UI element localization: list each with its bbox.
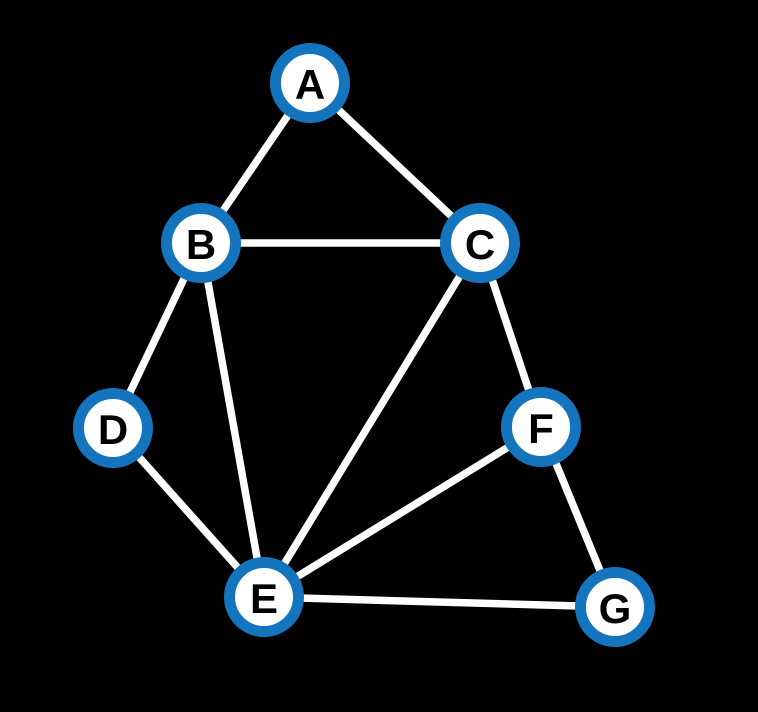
edge-E-G — [260, 593, 619, 611]
edge-C-E — [260, 239, 484, 601]
node-circle-E[interactable] — [224, 557, 304, 637]
node-circle-F[interactable] — [501, 387, 581, 467]
node-circle-G[interactable] — [575, 567, 655, 647]
node-E[interactable]: E — [224, 557, 304, 637]
node-B[interactable]: B — [161, 203, 241, 283]
node-circle-A[interactable] — [270, 43, 350, 123]
edge-B-E — [197, 239, 268, 601]
node-D[interactable]: D — [73, 388, 153, 468]
node-F[interactable]: F — [501, 387, 581, 467]
node-circle-C[interactable] — [440, 203, 520, 283]
node-A[interactable]: A — [270, 43, 350, 123]
edge-E-F — [260, 423, 545, 601]
node-circle-D[interactable] — [73, 388, 153, 468]
node-circle-B[interactable] — [161, 203, 241, 283]
node-C[interactable]: C — [440, 203, 520, 283]
node-G[interactable]: G — [575, 567, 655, 647]
